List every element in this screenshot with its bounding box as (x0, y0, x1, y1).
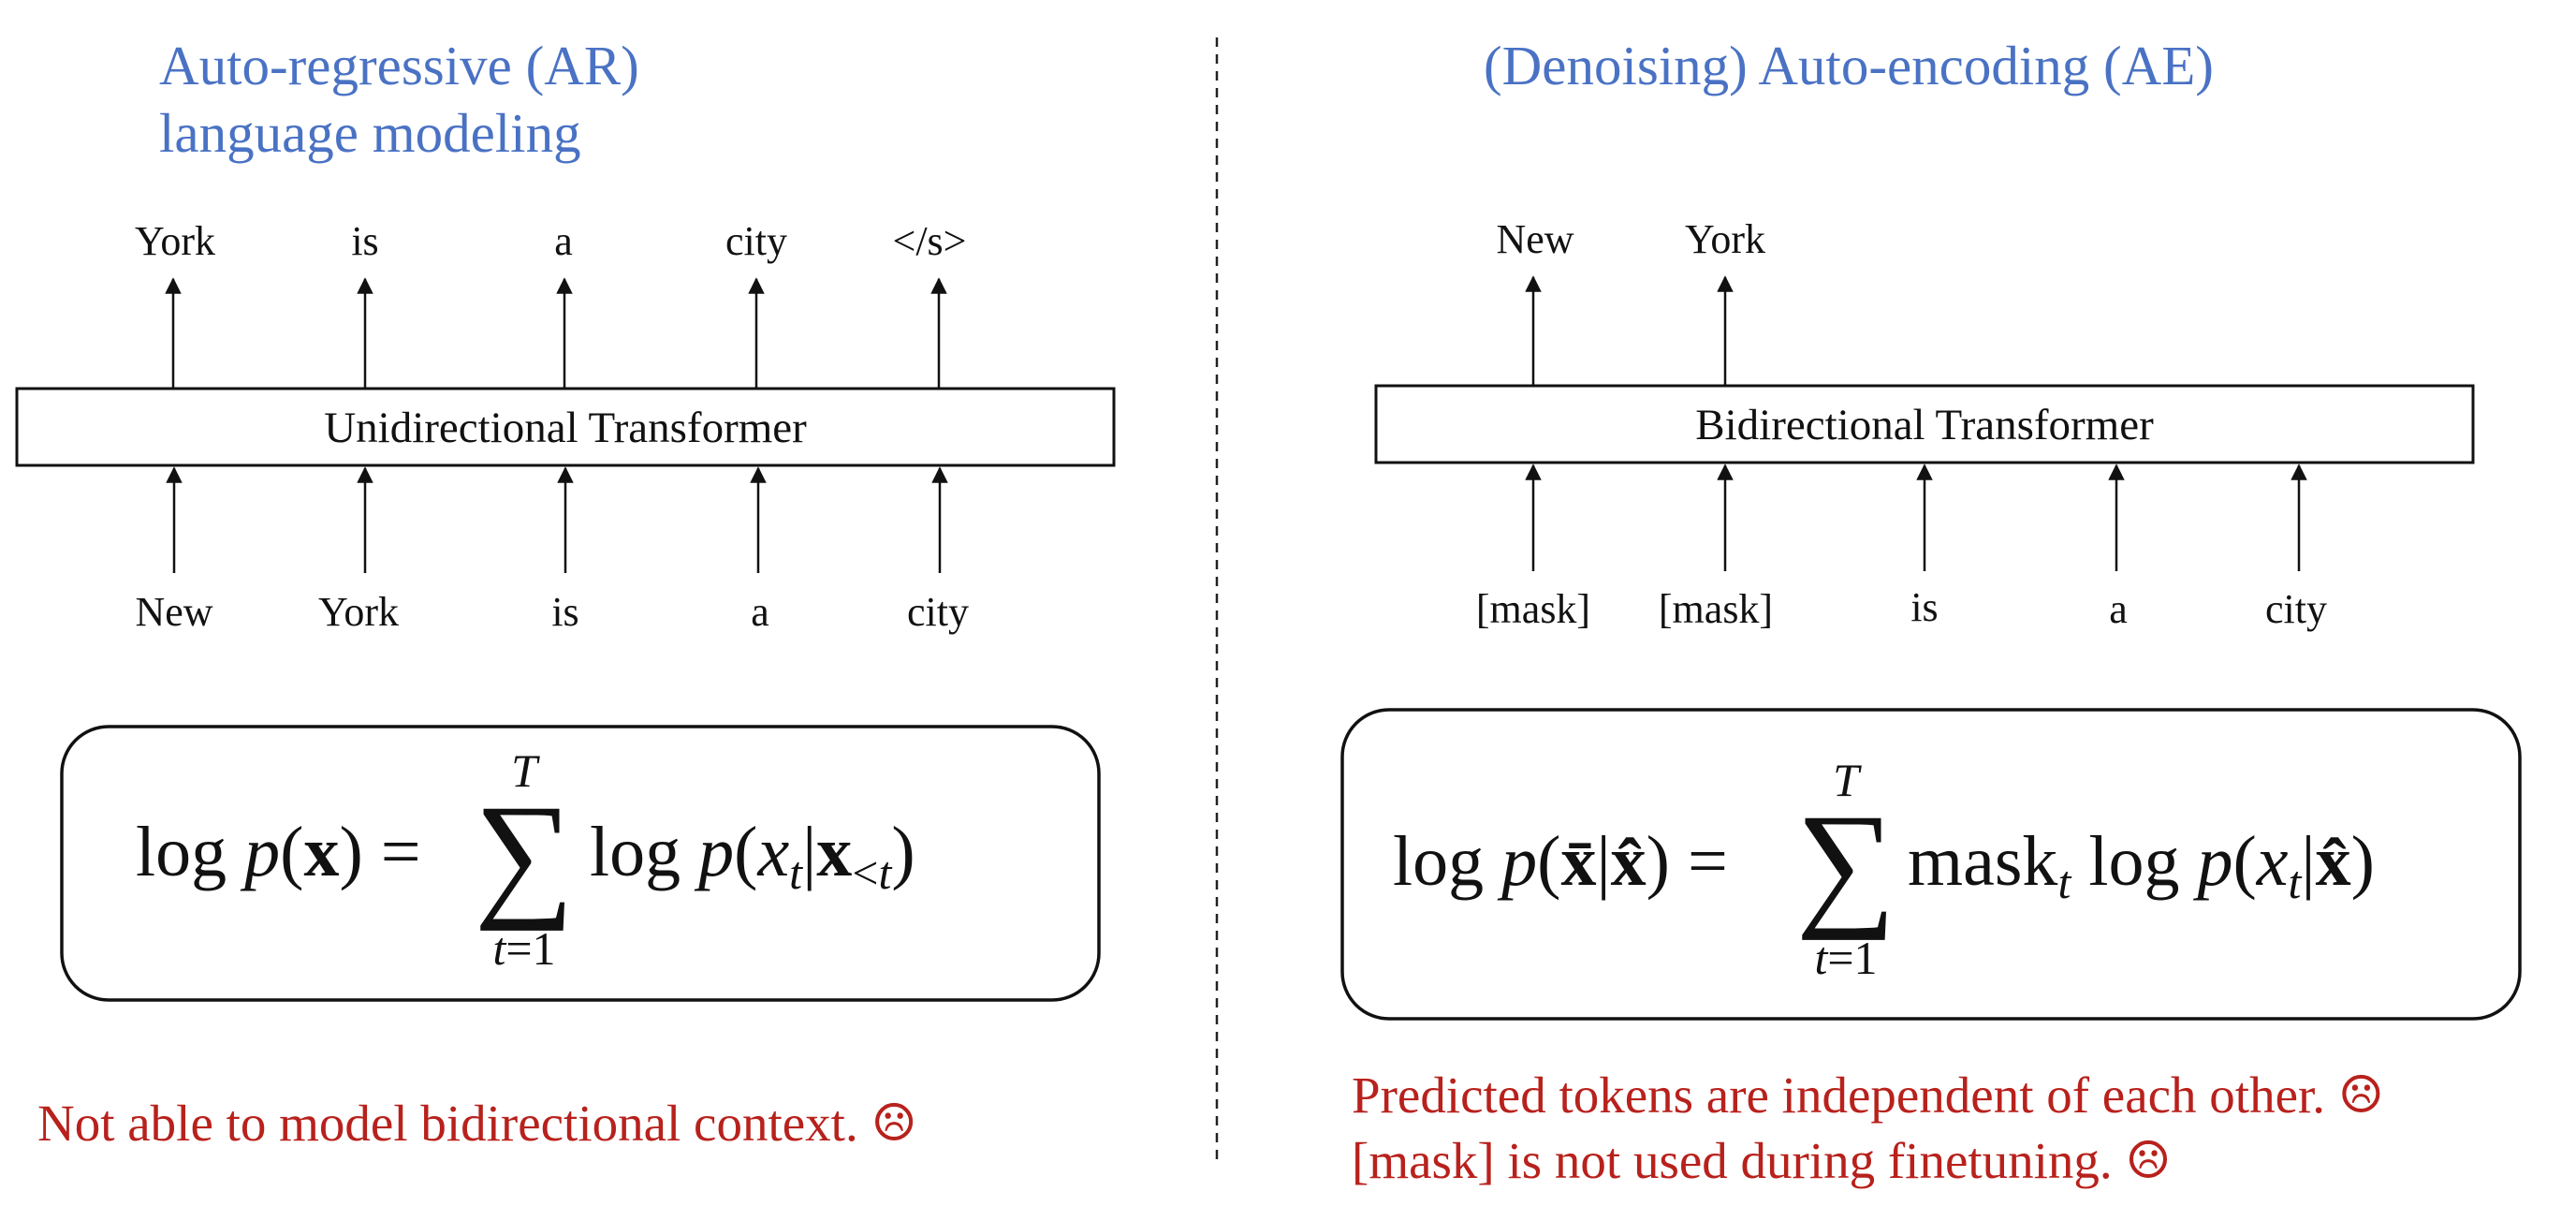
ar-output-token: city (725, 218, 787, 264)
ar-sum-upper: T (511, 744, 540, 797)
ae-input-token: a (2109, 586, 2128, 632)
ar-formula-rhs: log p(xt|x<t) (590, 813, 915, 899)
ar-panel: Auto-regressive (AR) language modeling Y… (15, 35, 1116, 1152)
ae-panel: (Denoising) Auto-encoding (AE) New York … (1340, 35, 2522, 1189)
ae-formula: log p(x̄|x̂) = T ∑ t=1 maskt log p(xt|x̂… (1393, 754, 2375, 984)
ae-output-token: New (1496, 216, 1573, 262)
ae-input-token: [mask] (1476, 586, 1590, 632)
ae-limitation-note-2: [mask] is not used during finetuning. ☹ (1352, 1132, 2172, 1189)
ae-formula-box (1340, 708, 2522, 1021)
ae-sum-lower: t=1 (1814, 932, 1877, 984)
ar-title-line1: Auto-regressive (AR) (159, 35, 639, 96)
ar-formula-box (60, 725, 1101, 1002)
unidirectional-transformer-box (15, 387, 1116, 467)
ae-input-token: city (2265, 586, 2327, 632)
ar-limitation-note: Not able to model bidirectional context.… (37, 1095, 917, 1152)
ar-sum-symbol: ∑ (475, 776, 575, 932)
ae-input-token: is (1910, 584, 1938, 630)
ar-output-token: is (351, 218, 378, 264)
ar-input-token: is (551, 589, 578, 635)
ar-input-token: New (135, 589, 212, 635)
ar-output-token: </s> (893, 218, 967, 264)
bidirectional-transformer-box (1374, 384, 2475, 464)
ae-sum-symbol: ∑ (1796, 786, 1896, 941)
ae-input-token: [mask] (1659, 586, 1773, 632)
ae-output-token: York (1685, 216, 1765, 262)
unidirectional-transformer-label: Unidirectional Transformer (324, 404, 807, 452)
ar-input-token: York (318, 589, 399, 635)
bidirectional-transformer-label: Bidirectional Transformer (1695, 401, 2154, 449)
ar-title-line2: language modeling (159, 102, 581, 164)
ar-formula-lhs: log p(x) = (136, 813, 421, 891)
ae-formula-rhs: maskt log p(xt|x̂) (1908, 822, 2375, 908)
ar-input-token: a (751, 589, 769, 635)
ae-formula-lhs: log p(x̄|x̂) = (1393, 822, 1728, 901)
ae-sum-upper: T (1833, 754, 1862, 806)
ar-input-token: city (907, 589, 969, 635)
ar-formula: log p(x) = T ∑ t=1 log p(xt|x<t) (136, 744, 915, 975)
ae-title: (Denoising) Auto-encoding (AE) (1484, 35, 2214, 96)
ar-sum-lower: t=1 (492, 922, 555, 975)
ar-output-token: a (554, 218, 573, 264)
ar-output-token: York (135, 218, 215, 264)
ae-limitation-note-1: Predicted tokens are independent of each… (1352, 1066, 2384, 1124)
